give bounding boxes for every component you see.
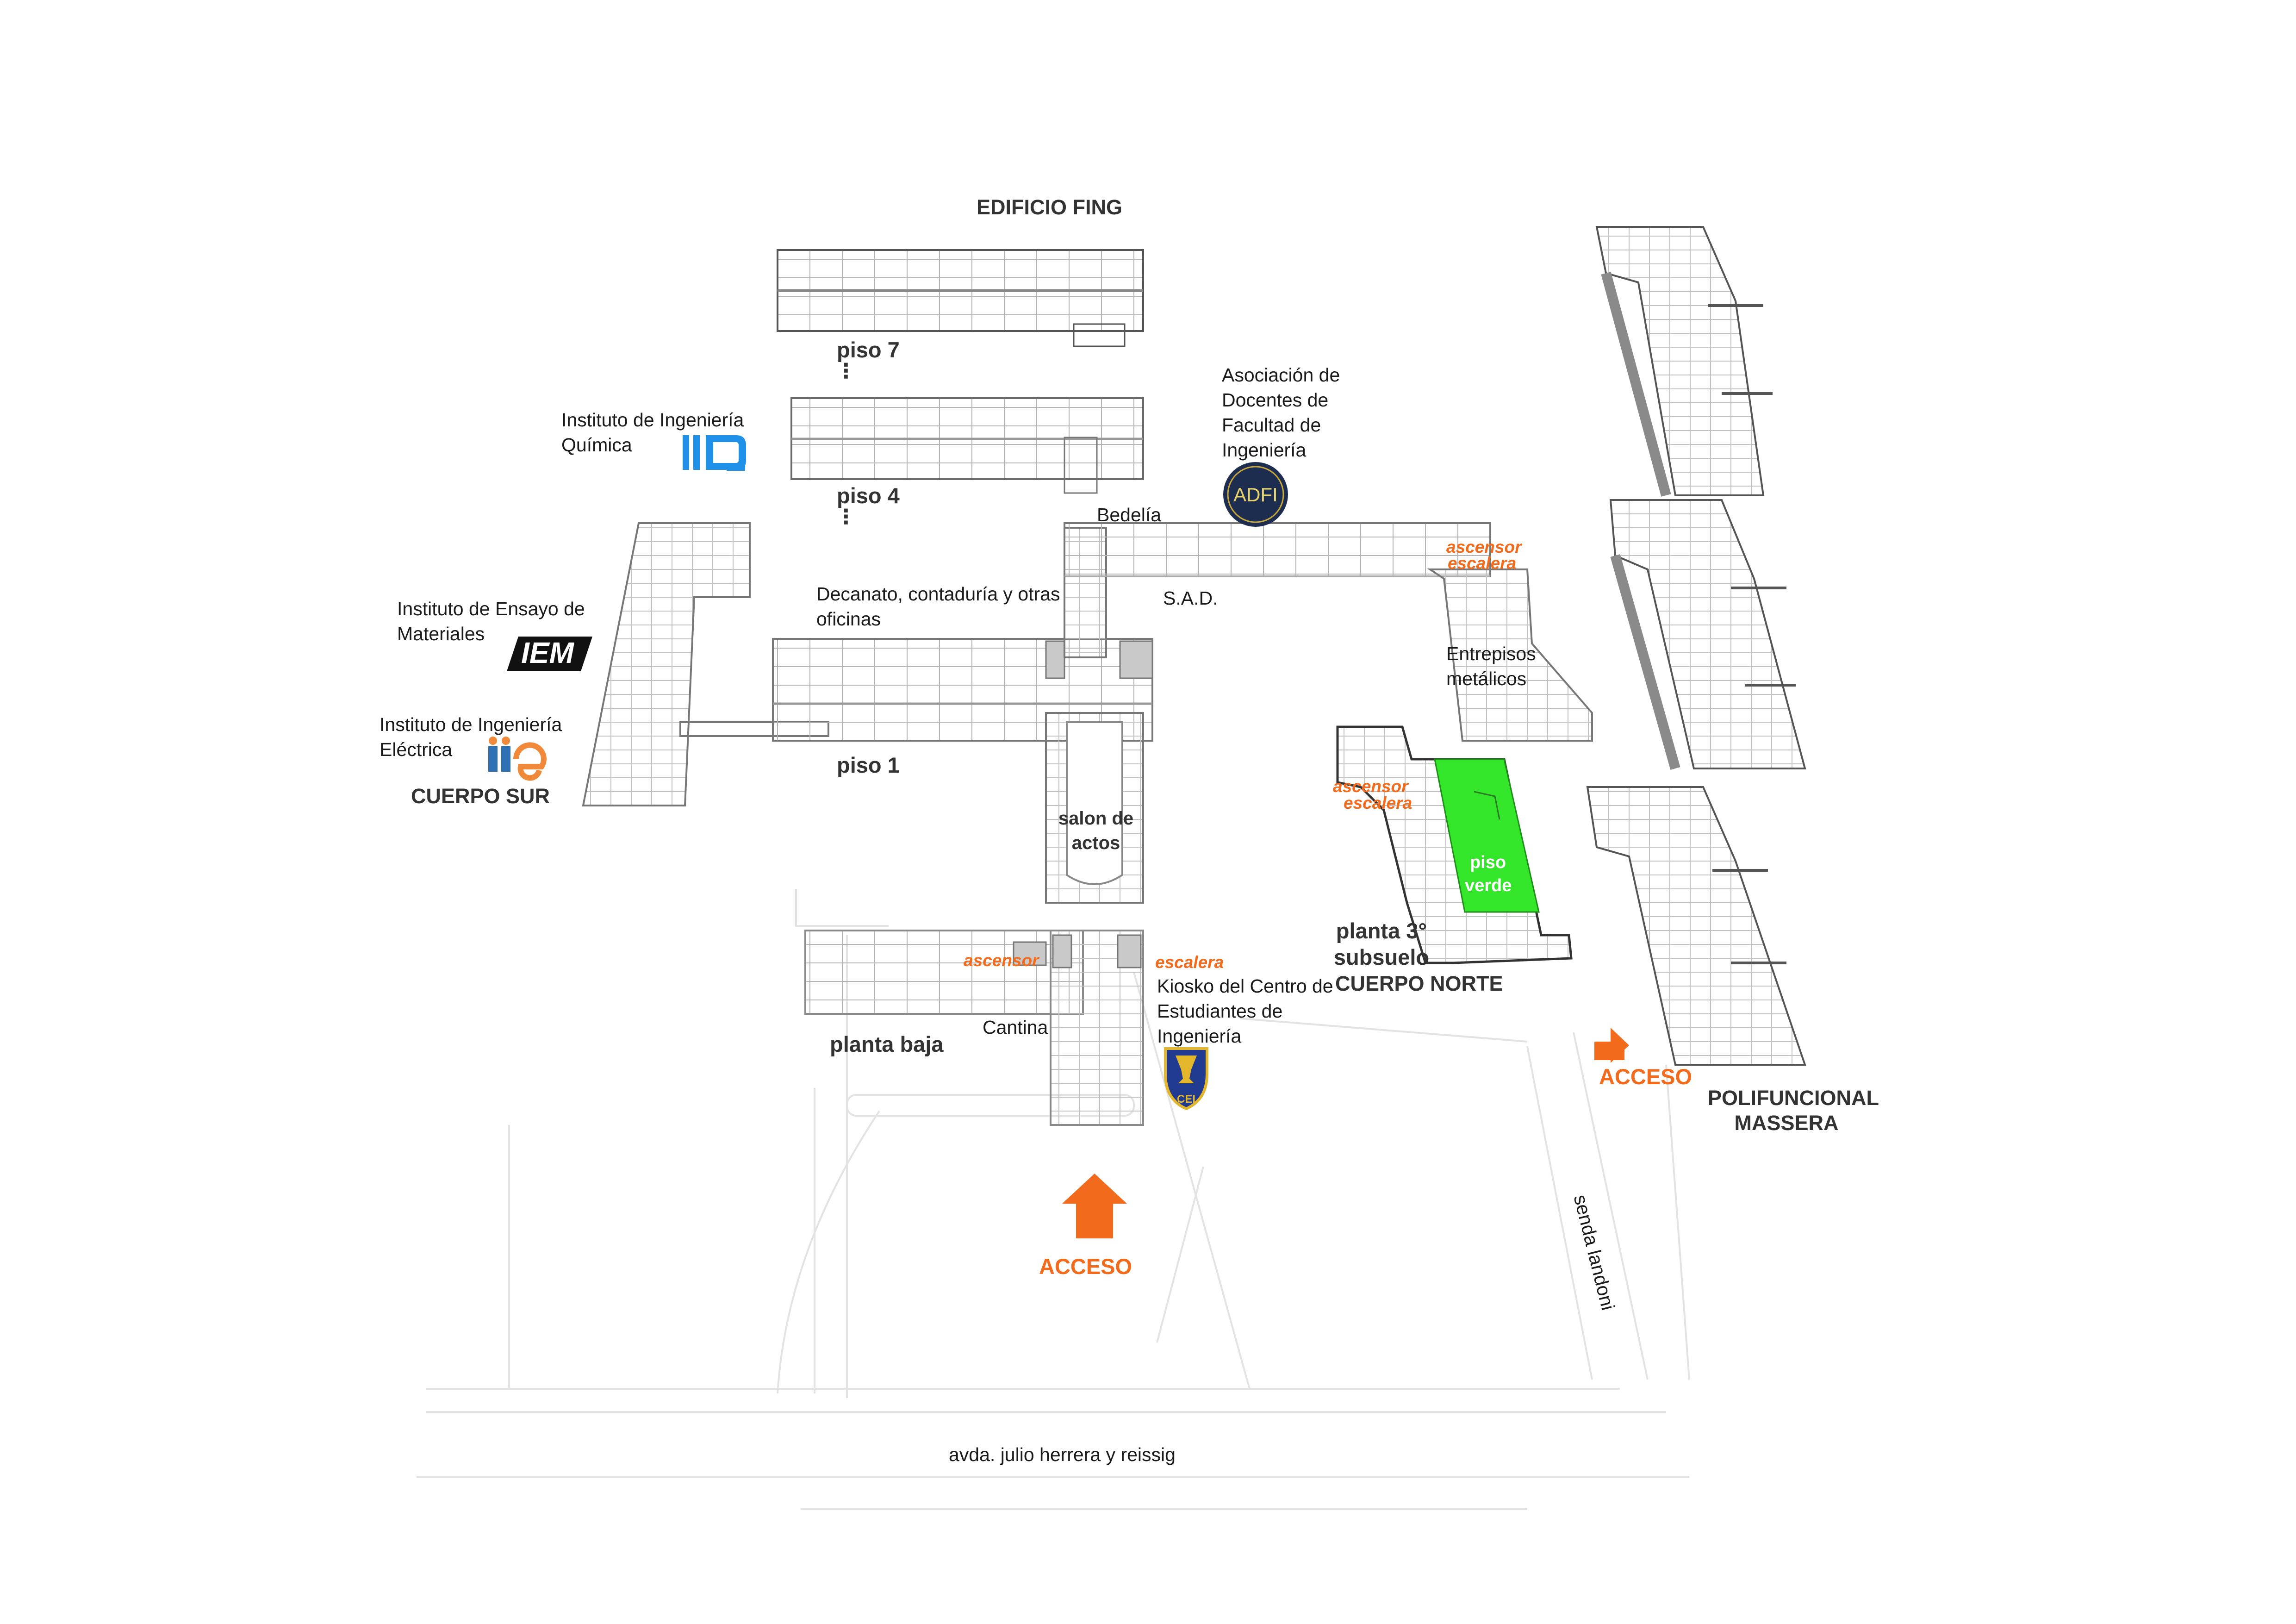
plan-salon-de-actos	[1045, 712, 1144, 904]
ascensor-label-cuerpo-norte: ascensor	[1333, 777, 1408, 796]
label-sad: S.A.D.	[1163, 587, 1218, 609]
plan-cuerpo-norte	[1336, 725, 1573, 964]
plan-planta-baja	[804, 930, 1144, 1126]
svg-text:ADFI: ADFI	[1233, 484, 1278, 506]
label-decanato: Decanato, contaduría y otras oficinas	[816, 583, 1060, 630]
floor-label-piso-1[interactable]: piso 1	[837, 753, 900, 777]
iiq-logo	[683, 435, 746, 471]
acceso-main-label[interactable]: ACCESO	[1039, 1254, 1132, 1279]
ascensor-label-bedelia: ascensor	[1446, 537, 1522, 556]
label-piso-verde: piso verde	[1465, 853, 1512, 896]
acceso-side-arrow	[1594, 1028, 1629, 1063]
escalera-label-planta-baja: escalera	[1155, 953, 1224, 972]
iie-logo	[488, 737, 547, 781]
heading-polifuncional-massera[interactable]: POLIFUNCIONAL MASSERA	[1708, 1086, 1879, 1135]
label-instituto-ingenieria-electrica: Instituto de Ingeniería Eléctrica	[380, 714, 562, 761]
heading-cuerpo-sur[interactable]: CUERPO SUR	[411, 784, 550, 808]
escalera-label-cuerpo-norte: escalera	[1344, 793, 1412, 812]
plan-polifuncional	[1586, 226, 1806, 1066]
label-instituto-ensayo-materiales: Instituto de Ensayo de Materiales	[397, 598, 585, 645]
label-entrepisos-metalicos: Entrepisos metálicos	[1446, 643, 1536, 690]
label-adfi: Asociación de Docentes de Facultad de In…	[1222, 364, 1340, 461]
cei-logo: CEI	[1164, 1047, 1208, 1111]
acceso-main-arrow	[1062, 1174, 1127, 1238]
floor-label-piso-4[interactable]: piso 4	[837, 483, 900, 508]
iem-logo: IEM	[507, 636, 592, 671]
svg-text:CEI: CEI	[1177, 1093, 1195, 1106]
heading-cuerpo-norte[interactable]: CUERPO NORTE	[1335, 972, 1503, 995]
ellipsis-above-piso-4: ⋮	[836, 360, 856, 382]
floor-label-piso-7[interactable]: piso 7	[837, 337, 900, 362]
adfi-logo: ADFI	[1223, 462, 1288, 527]
svg-text:IEM: IEM	[521, 636, 574, 669]
plan-piso-1	[772, 527, 1153, 742]
label-kiosko-cei: Kiosko del Centro de Estudiantes de Inge…	[1157, 975, 1333, 1047]
plan-entrepisos	[1427, 568, 1593, 742]
escalera-label-bedelia: escalera	[1448, 554, 1517, 573]
plan-bedelia-wing	[1064, 522, 1491, 577]
plan-piso-7	[777, 249, 1144, 347]
floor-label-planta-baja[interactable]: planta baja	[830, 1032, 944, 1056]
ascensor-label-planta-baja: ascensor	[964, 951, 1039, 970]
plan-piso-4	[790, 397, 1144, 494]
label-bedelia: Bedelía	[1097, 504, 1162, 525]
label-instituto-ingenieria-quimica: Instituto de Ingeniería Química	[561, 409, 744, 456]
floor-label-planta-3-subsuelo[interactable]: planta 3° subsuelo	[1333, 918, 1430, 970]
piso-verde-area[interactable]	[1434, 758, 1540, 913]
heading-edificio-fing: EDIFICIO FING	[977, 195, 1122, 219]
label-salon-de-actos: salon de actos	[1058, 808, 1134, 853]
ellipsis-below-piso-4: ⋮	[836, 506, 856, 528]
label-cantina: Cantina	[983, 1017, 1048, 1038]
acceso-side-label[interactable]: ACCESO	[1599, 1064, 1692, 1089]
label-avenida: avda. julio herrera y reissig	[949, 1444, 1176, 1465]
